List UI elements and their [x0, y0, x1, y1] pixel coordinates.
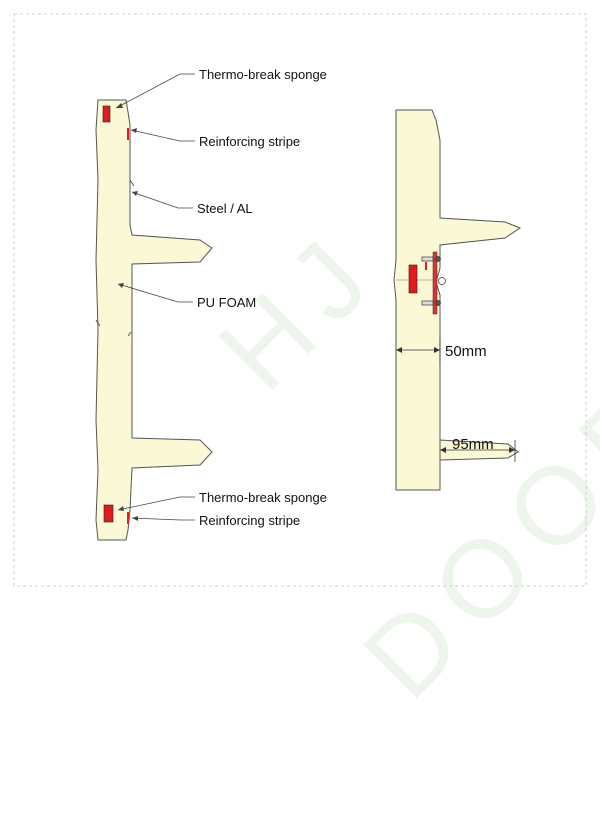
screw-head: [435, 256, 441, 262]
left-panel-detail-lines: [95, 179, 135, 337]
left-panel-body: [95, 99, 213, 541]
left-panel-section: [95, 99, 213, 541]
thermo-break-sponge-bottom: [103, 504, 114, 523]
label-thermo-break-bottom: Thermo-break sponge: [199, 490, 327, 505]
leader-steel: [131, 191, 193, 209]
reinforcing-stripe-bottom: [127, 512, 129, 524]
dim-label-95mm: 95mm: [452, 436, 494, 453]
hinge-pin: [438, 277, 446, 285]
dimension-arrowheads: [396, 347, 515, 453]
screw-head: [435, 300, 441, 306]
label-reinforcing-bottom: Reinforcing stripe: [199, 513, 301, 528]
screw: [421, 256, 434, 262]
label-reinforcing-top: Reinforcing stripe: [199, 134, 301, 149]
arrowhead: [118, 283, 124, 288]
arrowhead: [440, 447, 446, 453]
thermo-break-sponge-joint: [408, 264, 418, 294]
screw-fixings: [421, 256, 446, 306]
leader-arrowheads: [116, 103, 138, 521]
label-steel-al: Steel / AL: [197, 201, 253, 216]
arrowhead: [131, 128, 137, 133]
leader-reinforcing-top: [130, 129, 195, 142]
leader-lines: [115, 73, 195, 521]
screw: [421, 300, 434, 306]
right-panel-body: [393, 109, 522, 491]
leader-pu-foam: [117, 283, 193, 303]
arrowhead: [434, 347, 440, 353]
label-pu-foam: PU FOAM: [197, 295, 257, 310]
dashed-border: [13, 13, 587, 587]
dim-label-50mm: 50mm: [445, 343, 487, 360]
diagram-canvas: [13, 13, 587, 587]
arrowhead: [132, 191, 138, 196]
reinforcing-stripe-joint: [425, 262, 427, 270]
arrowhead: [116, 103, 123, 108]
arrowhead: [132, 516, 138, 521]
leader-thermo-bottom: [117, 496, 195, 511]
right-panel-section: [393, 109, 522, 491]
hinge-plate: [432, 251, 438, 315]
arrowhead: [118, 506, 124, 511]
arrowhead: [509, 447, 515, 453]
arrowhead: [396, 347, 402, 353]
leader-thermo-top: [115, 73, 195, 109]
thermo-break-sponge-top: [102, 105, 111, 123]
leader-reinforcing-bottom: [131, 517, 195, 521]
label-thermo-break-top: Thermo-break sponge: [199, 67, 327, 82]
reinforcing-stripe-top: [127, 128, 129, 140]
